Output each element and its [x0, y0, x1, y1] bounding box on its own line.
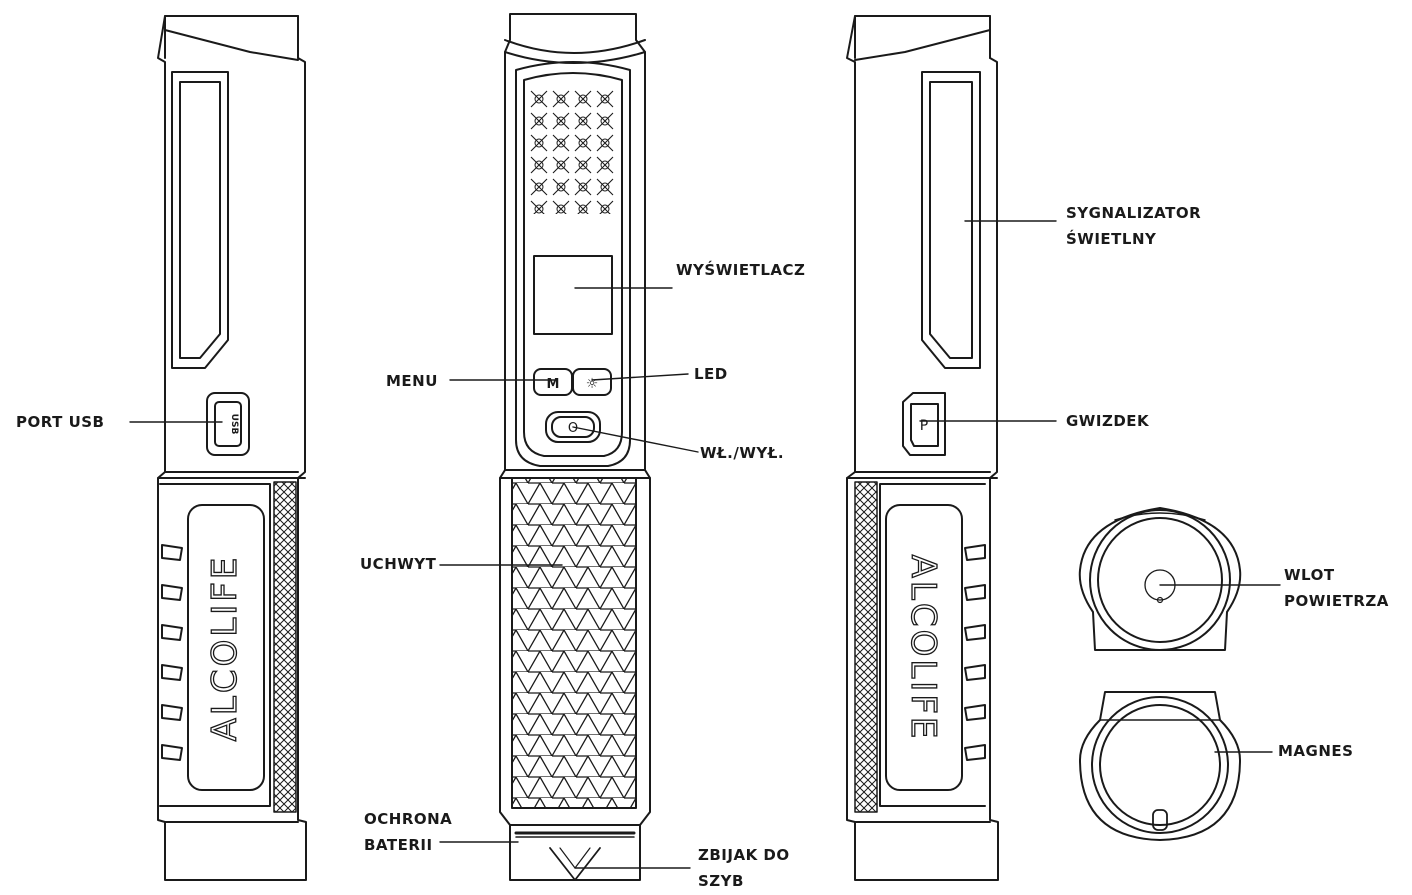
display-shape: [533, 255, 613, 335]
callout-magnes: MAGNES: [1278, 742, 1354, 760]
bottom-view-magnet: [1079, 691, 1241, 841]
callout-wlot-powietrza: WLOT POWIETRZA: [1284, 566, 1389, 610]
top-view-air-inlet: [1078, 507, 1242, 651]
callout-wl-wyl: WŁ./WYŁ.: [700, 444, 785, 462]
logo-right: ALCOLIFE: [903, 555, 943, 742]
callout-port-usb: PORT USB: [16, 413, 105, 431]
grip-texture: [511, 477, 637, 809]
light-signal-window: [921, 71, 981, 369]
callout-ochrona-baterii: OCHRONA BATERII: [364, 810, 453, 854]
callout-zbijak-do-szyb: ZBIJAK DO SZYB: [698, 846, 790, 890]
center-front-view: [499, 13, 651, 881]
callout-gwizdek: GWIZDEK: [1066, 412, 1150, 430]
led-button-glyph: ☼: [586, 376, 599, 392]
callout-sygnalizator-swietlny: SYGNALIZATOR ŚWIETLNY: [1066, 204, 1202, 248]
whistle-shape: [902, 392, 946, 456]
whistle-glyph: P: [920, 418, 928, 434]
power-button-glyph: O: [568, 421, 578, 436]
left-side-view: [157, 15, 307, 881]
usb-port-shape: [206, 392, 250, 456]
callout-wyswietlacz: WYŚWIETLACZ: [676, 261, 806, 279]
callout-menu: MENU: [386, 372, 438, 390]
usb-glyph: USB: [229, 414, 239, 435]
led-button-shape: [572, 368, 612, 396]
magnet-clip: [1152, 809, 1168, 831]
logo-left: ALCOLIFE: [205, 555, 245, 742]
right-side-view: [846, 15, 999, 881]
power-button-shape: [545, 411, 601, 443]
callout-uchwyt: UCHWYT: [360, 555, 437, 573]
leader-lines: [129, 220, 1281, 869]
callout-led: LED: [694, 365, 728, 383]
menu-button-glyph: M: [547, 377, 560, 392]
